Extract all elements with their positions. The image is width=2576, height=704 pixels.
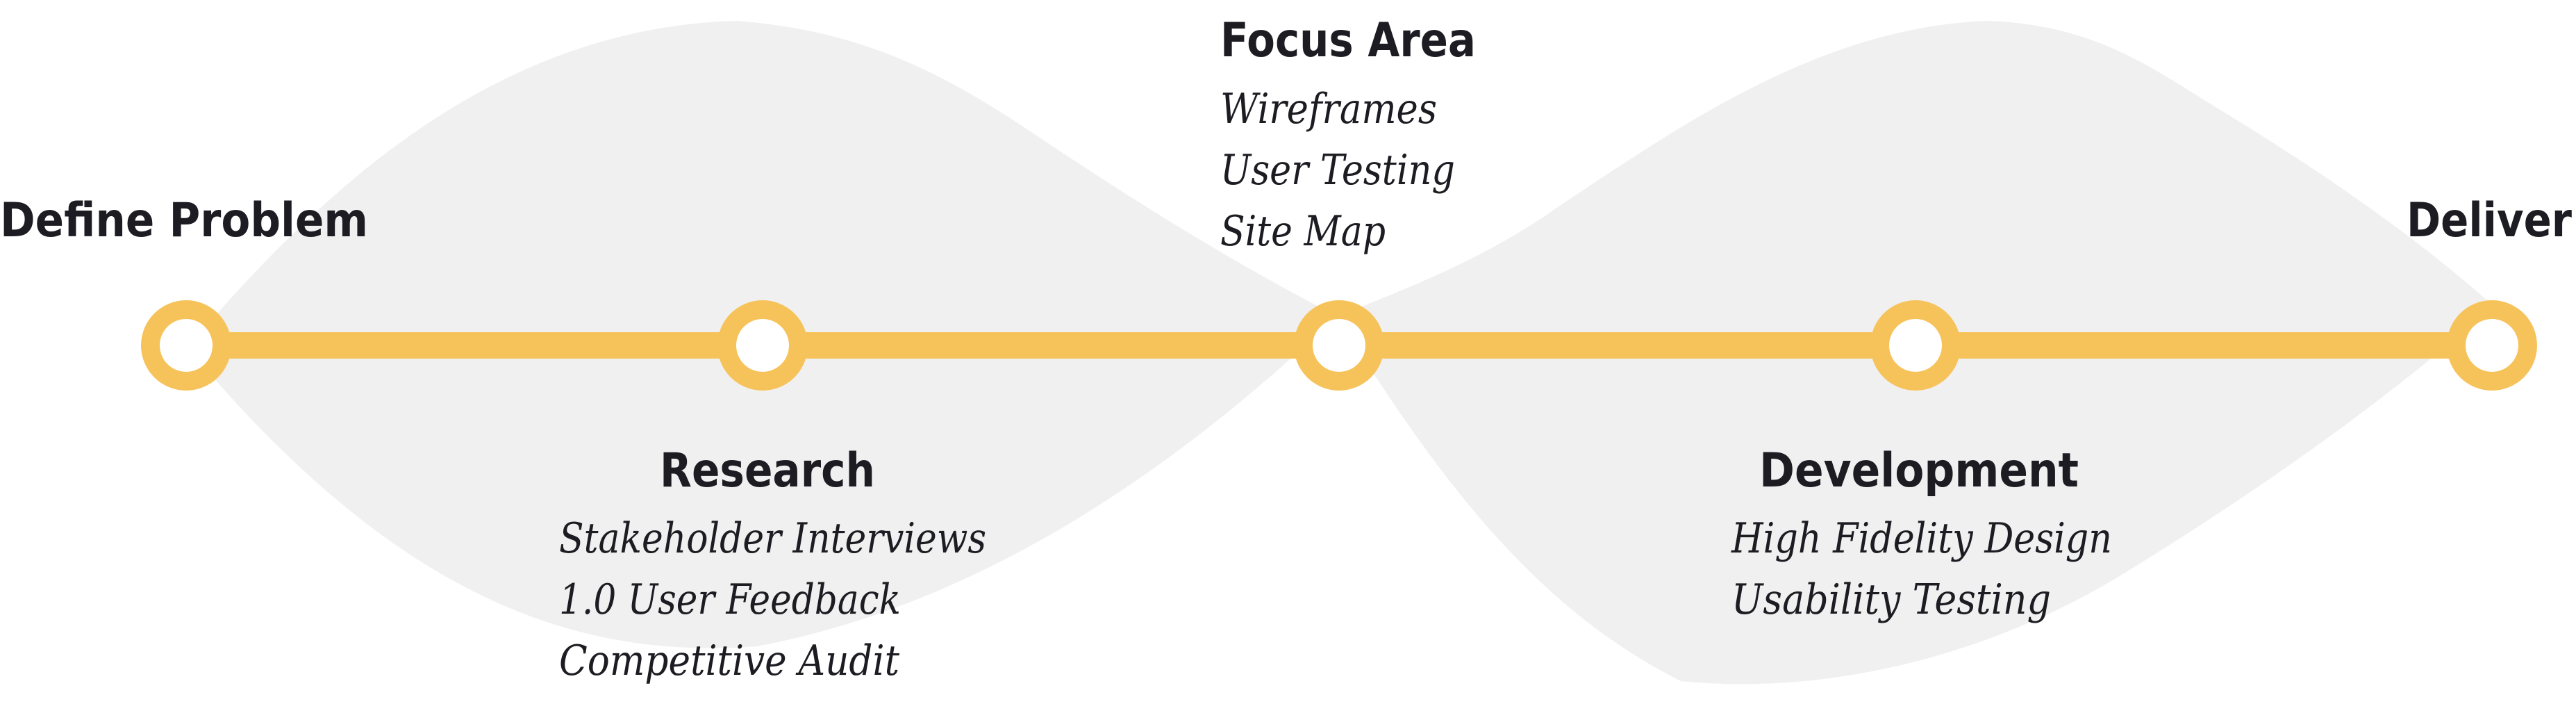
milestone-research xyxy=(717,300,808,391)
stage-item-focus-area-3: Site Map xyxy=(1220,207,1386,256)
stage-title-define-problem: Define Problem xyxy=(0,193,368,248)
stage-item-focus-area-2: User Testing xyxy=(1220,146,1455,195)
stage-title-research: Research xyxy=(660,443,875,498)
stage-item-research-3: Competitive Audit xyxy=(559,637,900,685)
stage-title-development: Development xyxy=(1759,443,2079,498)
milestone-deliver xyxy=(2447,300,2537,391)
milestone-focus-area xyxy=(1294,300,1384,391)
stage-item-research-1: Stakeholder Interviews xyxy=(559,514,986,563)
milestone-define-problem xyxy=(141,300,231,391)
stage-title-deliver: Deliver xyxy=(2407,193,2572,248)
stage-item-development-2: Usability Testing xyxy=(1731,575,2051,624)
stage-item-focus-area-1: Wireframes xyxy=(1220,85,1437,133)
stage-title-focus-area: Focus Area xyxy=(1220,13,1476,68)
stage-item-research-2: 1.0 User Feedback xyxy=(559,575,901,624)
milestone-development xyxy=(1870,300,1961,391)
stage-item-development-1: High Fidelity Design xyxy=(1731,514,2112,563)
